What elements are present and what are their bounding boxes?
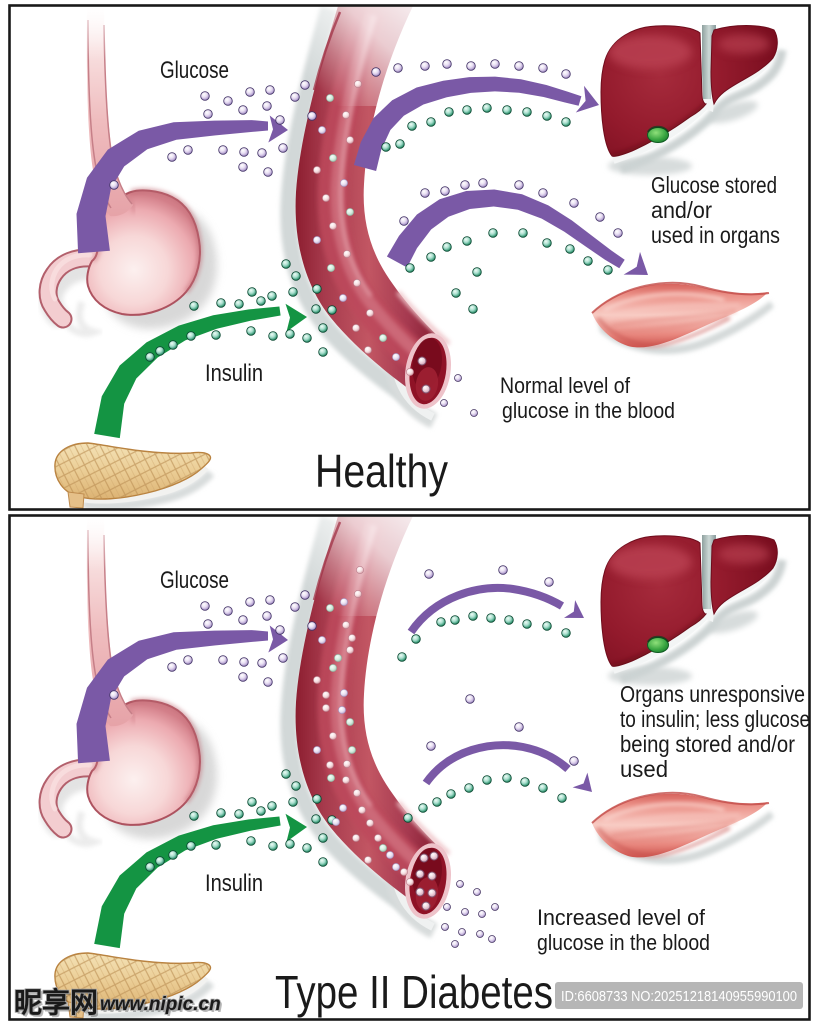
svg-text:Glucose: Glucose	[160, 57, 229, 84]
svg-text:Normal level of: Normal level of	[500, 373, 631, 398]
svg-text:昵享网: 昵享网	[16, 988, 100, 1020]
svg-text:Insulin: Insulin	[205, 870, 263, 897]
svg-text:Glucose stored: Glucose stored	[651, 172, 777, 198]
svg-text:www.nipic.cn: www.nipic.cn	[100, 994, 221, 1015]
svg-text:being stored and/or: being stored and/or	[620, 731, 795, 757]
svg-text:昵享网: 昵享网	[14, 986, 98, 1018]
svg-text:Healthy: Healthy	[315, 445, 448, 497]
svg-text:and/or: and/or	[651, 197, 712, 223]
svg-text:used in organs: used in organs	[651, 222, 780, 248]
svg-text:Organs unresponsive: Organs unresponsive	[620, 681, 805, 707]
svg-text:to insulin; less glucose: to insulin; less glucose	[620, 706, 810, 732]
svg-text:www.nipic.cn: www.nipic.cn	[102, 996, 223, 1017]
svg-text:glucose in the blood: glucose in the blood	[502, 398, 675, 423]
svg-text:glucose in the blood: glucose in the blood	[537, 930, 710, 955]
svg-text:Glucose: Glucose	[160, 567, 229, 594]
svg-text:Type II Diabetes: Type II Diabetes	[275, 966, 553, 1018]
svg-text:used: used	[620, 756, 668, 782]
svg-text:Insulin: Insulin	[205, 360, 263, 387]
svg-text:Increased level of: Increased level of	[537, 905, 706, 930]
svg-text:ID:6608733 NO:2025121814095599: ID:6608733 NO:20251218140955990100	[561, 989, 797, 1005]
